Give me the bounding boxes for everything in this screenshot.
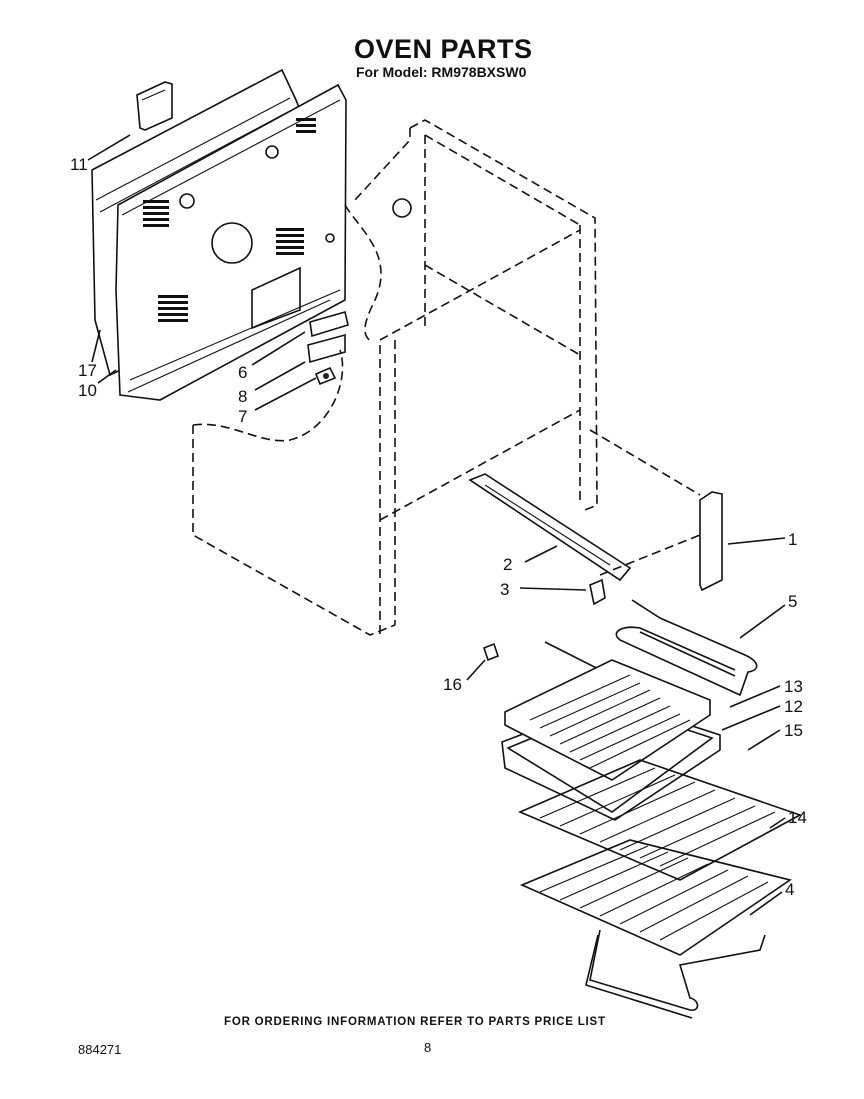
callout-12: 12 bbox=[784, 697, 803, 716]
callout-2: 2 bbox=[503, 555, 512, 574]
ordering-info-note: FOR ORDERING INFORMATION REFER TO PARTS … bbox=[224, 1016, 606, 1028]
callout-14: 14 bbox=[788, 808, 807, 827]
side-cover-part bbox=[699, 491, 723, 592]
oven-cavity-outline bbox=[192, 119, 598, 636]
callout-16: 16 bbox=[443, 675, 462, 694]
model-subtitle: For Model: RM978BXSW0 bbox=[356, 64, 527, 80]
callout-7: 7 bbox=[238, 407, 247, 426]
rear-panel-assembly bbox=[91, 68, 347, 401]
page-title: OVEN PARTS bbox=[354, 34, 533, 64]
callout-leaders bbox=[87, 134, 786, 916]
bracket-parts bbox=[307, 310, 349, 386]
callout-15: 15 bbox=[784, 721, 803, 740]
callout-10: 10 bbox=[78, 381, 97, 400]
callout-labels: 11 17 10 6 8 7 1 2 3 5 16 13 12 15 14 4 bbox=[70, 155, 807, 899]
oven-rack-lower bbox=[519, 839, 792, 1019]
small-clip-part bbox=[483, 642, 499, 662]
callout-13: 13 bbox=[784, 677, 803, 696]
document-number: 884271 bbox=[78, 1042, 122, 1057]
callout-17: 17 bbox=[78, 361, 97, 380]
callout-6: 6 bbox=[238, 363, 247, 382]
callout-11: 11 bbox=[70, 155, 88, 174]
callout-8: 8 bbox=[238, 387, 247, 406]
callout-1: 1 bbox=[788, 530, 797, 549]
callout-4: 4 bbox=[785, 880, 794, 899]
callout-3: 3 bbox=[500, 580, 509, 599]
bottom-rail bbox=[468, 429, 701, 606]
callout-5: 5 bbox=[788, 592, 797, 611]
oven-rack-upper bbox=[517, 759, 802, 881]
page-number: 8 bbox=[424, 1040, 432, 1055]
broiler-pan bbox=[501, 659, 721, 821]
